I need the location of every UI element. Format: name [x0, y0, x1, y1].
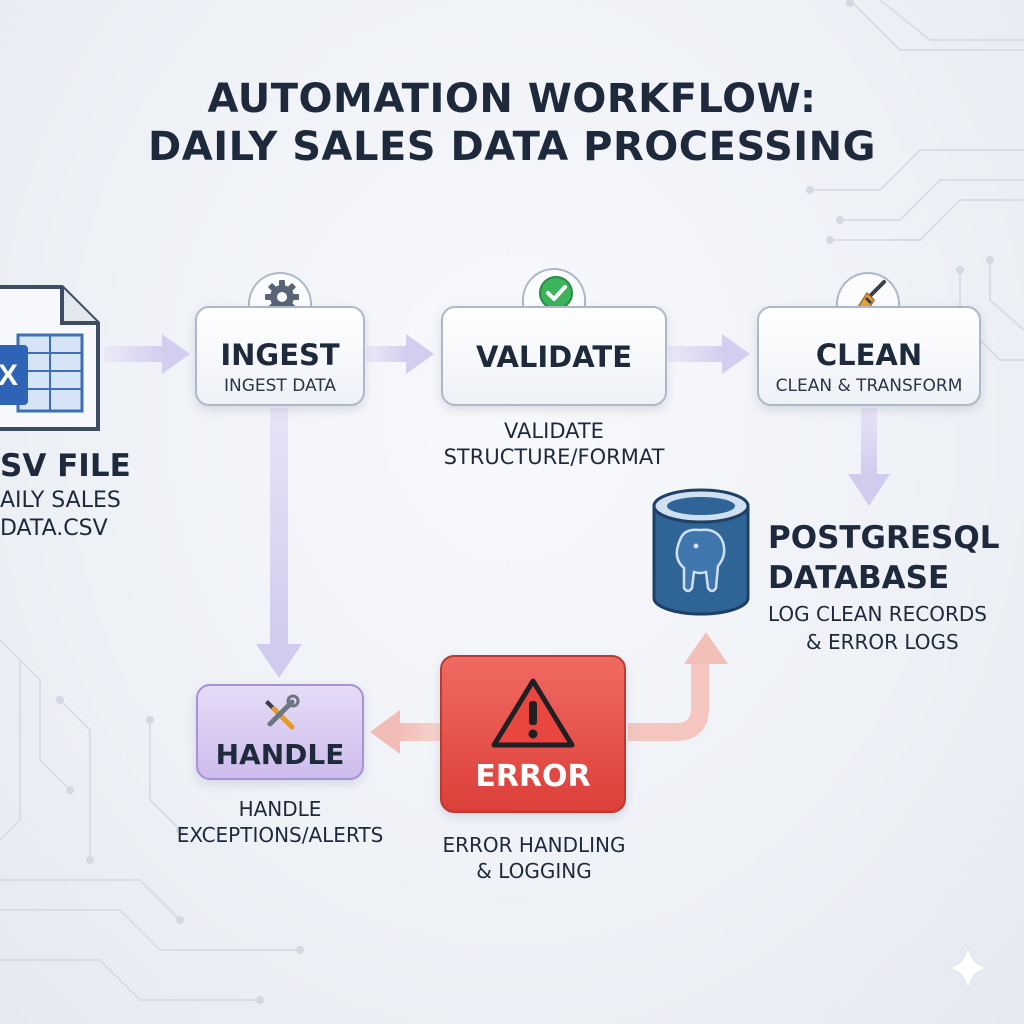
warning-icon [491, 678, 575, 748]
arrow-error-to-handle [370, 710, 440, 754]
error-caption-line-2: & LOGGING [476, 859, 592, 883]
handle-title: HANDLE [215, 738, 345, 771]
error-caption-line-1: ERROR HANDLING [442, 833, 626, 857]
arrow-clean-to-database [848, 408, 890, 506]
arrow-csv-to-ingest [104, 334, 190, 374]
svg-text:X: X [0, 359, 18, 392]
validate-caption-line-1: VALIDATE [504, 419, 604, 443]
title-line-1: AUTOMATION WORKFLOW: [207, 76, 817, 122]
arrow-ingest-to-validate [366, 334, 434, 374]
csv-file-name-line-1: AILY SALES [0, 488, 121, 513]
csv-file-label: SV FILE [0, 448, 131, 484]
sparkle-icon [945, 943, 991, 993]
error-step[interactable]: ERROR [440, 655, 626, 813]
database-title-line-2: DATABASE [768, 560, 950, 596]
handle-caption-line-1: HANDLE [238, 797, 322, 821]
database-desc-line-1: LOG CLEAN RECORDS [768, 602, 988, 626]
validate-caption-line-2: STRUCTURE/FORMAT [443, 445, 665, 469]
clean-subtitle: CLEAN & TRANSFORM [775, 376, 963, 396]
ingest-subtitle: INGEST DATA [223, 376, 337, 396]
postgres-database-icon [652, 488, 750, 616]
ingest-step[interactable]: INGEST INGEST DATA [195, 306, 365, 406]
csv-file-name-line-2: DATA.CSV [0, 516, 108, 541]
title-line-2: DAILY SALES DATA PROCESSING [148, 124, 876, 170]
handle-caption-line-2: EXCEPTIONS/ALERTS [176, 823, 384, 847]
database-desc-line-2: & ERROR LOGS [806, 630, 959, 654]
arrow-validate-to-clean [668, 334, 750, 374]
clean-step[interactable]: CLEAN CLEAN & TRANSFORM [757, 306, 981, 406]
validate-title: VALIDATE [475, 340, 633, 374]
check-circle-icon [539, 276, 573, 310]
error-title: ERROR [475, 759, 591, 794]
clean-title: CLEAN [815, 338, 923, 372]
validate-step[interactable]: VALIDATE [441, 306, 667, 406]
arrow-ingest-to-handle [256, 408, 302, 678]
handle-step[interactable]: HANDLE [196, 684, 364, 780]
excel-file-icon: X [0, 285, 100, 431]
arrow-error-to-database [628, 632, 728, 741]
database-title-line-1: POSTGRESQL [768, 520, 1000, 556]
ingest-title: INGEST [220, 338, 340, 372]
tools-icon [265, 694, 300, 730]
